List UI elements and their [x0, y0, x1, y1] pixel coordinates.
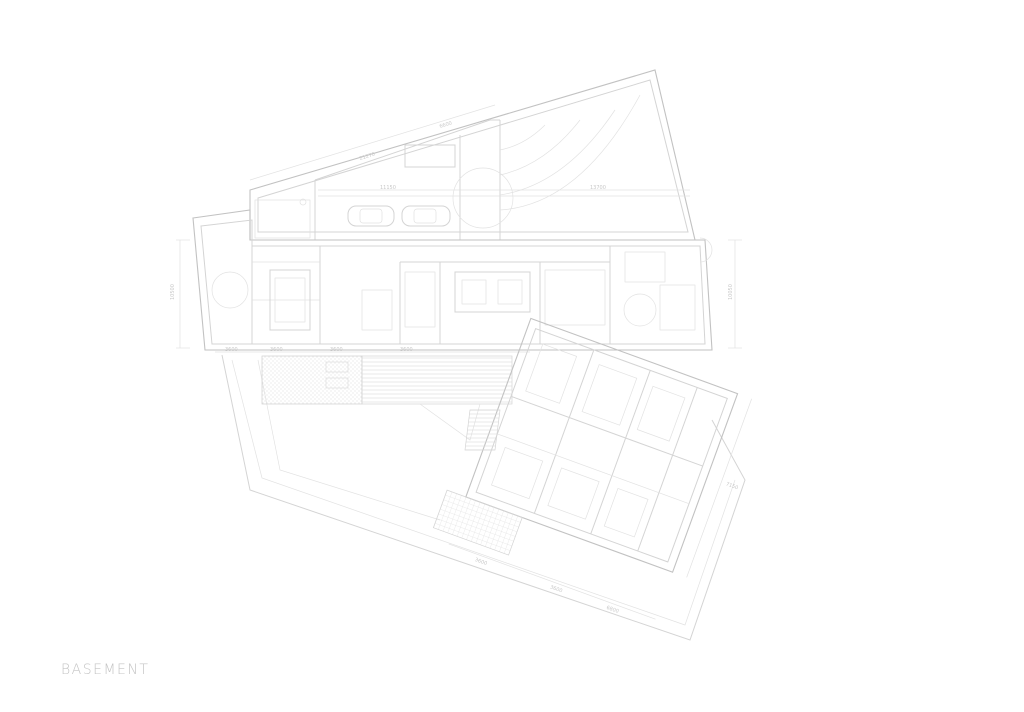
svg-text:11150: 11150 — [380, 185, 396, 191]
parked-car — [401, 205, 451, 227]
svg-text:7150: 7150 — [725, 481, 739, 491]
svg-text:13700: 13700 — [590, 185, 606, 191]
svg-text:10050: 10050 — [728, 284, 734, 300]
svg-text:3600: 3600 — [225, 347, 238, 353]
svg-text:10500: 10500 — [170, 284, 176, 300]
svg-text:3600: 3600 — [270, 347, 283, 353]
svg-text:3600: 3600 — [330, 347, 343, 353]
svg-text:21270: 21270 — [359, 152, 376, 162]
rotated-wing: 3600 3600 6800 7150 — [432, 317, 752, 620]
svg-text:3600: 3600 — [400, 347, 413, 353]
parked-car — [347, 205, 395, 227]
drawing-title: BASEMENT — [61, 662, 150, 678]
terrace — [261, 355, 513, 441]
svg-text:6600: 6600 — [439, 120, 453, 129]
svg-text:3600: 3600 — [549, 584, 563, 594]
svg-text:6800: 6800 — [605, 605, 619, 615]
stair — [464, 409, 501, 451]
main-floor: 10500 10050 3600 3600 3600 3600 — [170, 209, 742, 353]
svg-text:3600: 3600 — [474, 557, 488, 567]
upper-wedge: 21270 6600 11150 13700 — [249, 69, 696, 241]
